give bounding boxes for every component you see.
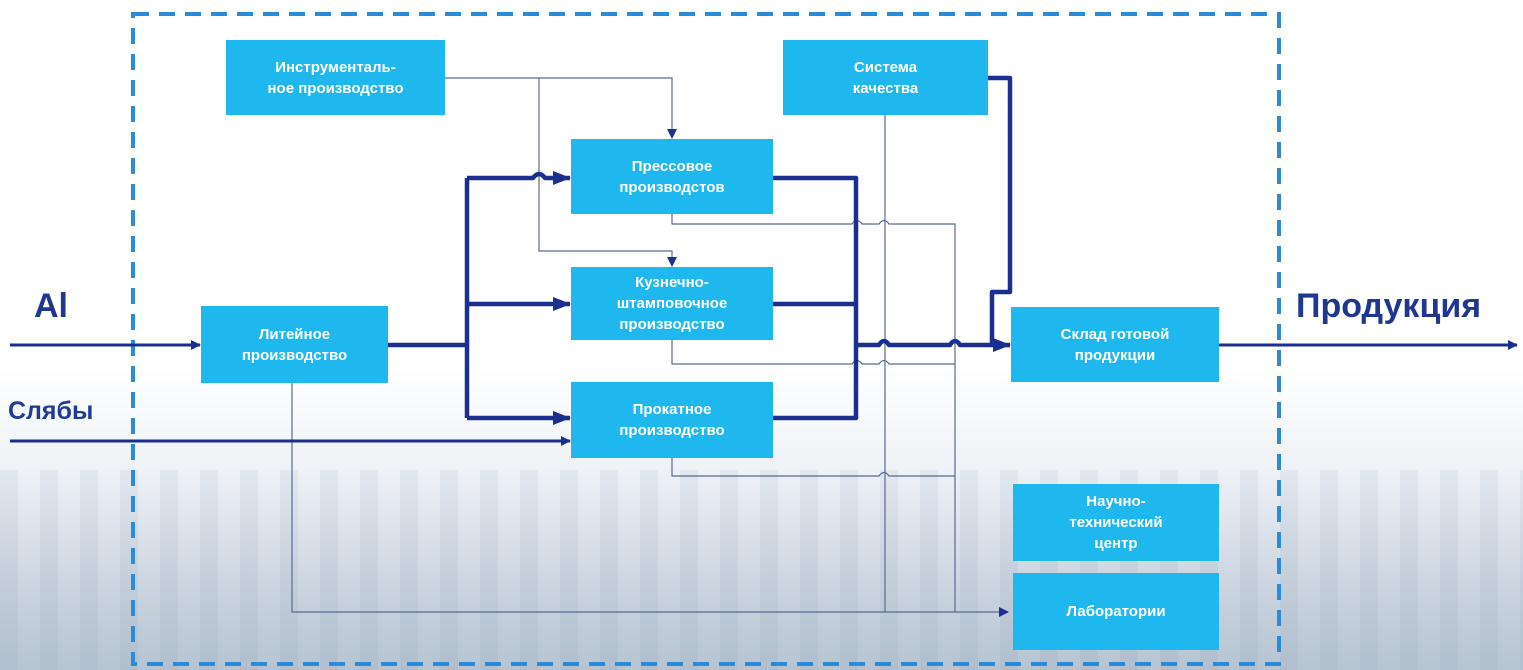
research-center-box: Научно- технический центр (1013, 484, 1219, 561)
thin-connectors (291, 77, 1009, 617)
slabs-input-label: Слябы (8, 397, 94, 425)
press-production-box: Прессовое производстов (571, 139, 773, 214)
products-output-label: Продукция (1296, 287, 1482, 325)
main-flow-lines (10, 75, 1518, 446)
enterprise-boundary (131, 12, 1281, 666)
casting-production-box: Литейное производство (201, 306, 388, 383)
quality-system-box: Система качества (783, 40, 988, 115)
forging-production-box: Кузнечно- штамповочное производство (571, 267, 773, 340)
rolling-production-box: Прокатное производство (571, 382, 773, 458)
aluminum-input-label: Al (34, 287, 68, 325)
laboratories-box: Лаборатории (1013, 573, 1219, 650)
finished-goods-warehouse-box: Склад готовой продукции (1011, 307, 1219, 382)
tool-production-box: Инструменталь- ное производство (226, 40, 445, 115)
background-factory-photo (0, 470, 1523, 670)
